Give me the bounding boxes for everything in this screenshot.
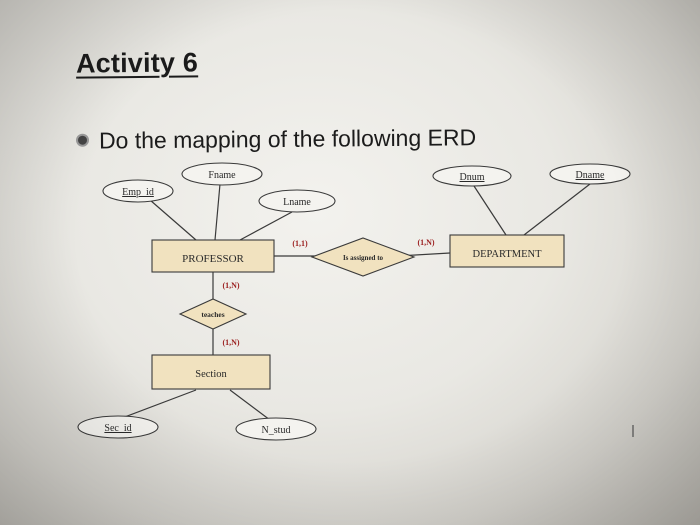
attribute-dname-label: Dname: [576, 170, 605, 181]
attribute-lname: Lname: [258, 189, 336, 213]
relationship-assigned-diamond: [310, 237, 416, 277]
attribute-dnum-label: Dnum: [460, 172, 485, 183]
attribute-emp-id-label: Emp_id: [122, 187, 154, 198]
attribute-sec-id-oval: [77, 415, 159, 439]
attribute-fname: Fname: [181, 162, 263, 186]
entity-section-label: Section: [195, 369, 227, 380]
attribute-sec-id-label: Sec_id: [104, 423, 131, 434]
line-dnum-department: [473, 185, 507, 236]
attribute-sec-id: Sec_id: [77, 415, 159, 439]
relationship-teaches: teaches: [178, 298, 248, 330]
erd-connectors: [121, 183, 591, 421]
line-dname-department: [523, 183, 591, 236]
attribute-n-stud-oval: [235, 417, 317, 441]
line-fname-professor: [214, 183, 221, 241]
entity-professor-label: PROFESSOR: [182, 253, 244, 265]
cardinality-professor-teaches: (1,N): [222, 281, 239, 290]
entity-professor-box: [151, 239, 275, 273]
attribute-fname-label: Fname: [208, 170, 236, 181]
relationship-assigned-label: Is assigned to: [343, 254, 384, 262]
attribute-emp-id-oval: [102, 179, 174, 203]
erd-cardinalities: (1,1) (1,N) (1,N) (1,N): [222, 238, 434, 347]
cardinality-section-teaches: (1,N): [222, 338, 239, 347]
entity-section: Section: [151, 354, 271, 390]
attribute-dnum-oval: [432, 165, 512, 187]
relationship-assigned: Is assigned to: [310, 237, 416, 277]
entity-section-box: [151, 354, 271, 390]
relationship-teaches-label: teaches: [201, 310, 224, 319]
attribute-lname-label: Lname: [283, 197, 311, 208]
cardinality-department-assigned: (1,N): [417, 238, 434, 247]
entity-professor: PROFESSOR: [151, 239, 275, 273]
attribute-dnum: Dnum: [432, 165, 512, 187]
attribute-n-stud: N_stud: [235, 417, 317, 441]
line-section-nstud: [229, 389, 271, 421]
relationship-teaches-diamond: [178, 298, 248, 330]
cardinality-professor-assigned: (1,1): [292, 239, 308, 248]
line-lname-professor: [239, 211, 293, 241]
line-empid-professor: [149, 199, 197, 241]
entity-department-label: DEPARTMENT: [473, 249, 543, 260]
attribute-fname-oval: [181, 162, 263, 186]
attribute-lname-oval: [258, 189, 336, 213]
attribute-emp-id: Emp_id: [102, 179, 174, 203]
entity-department-box: [449, 234, 565, 268]
attribute-dname: Dname: [549, 163, 631, 185]
attribute-dname-oval: [549, 163, 631, 185]
line-section-secid: [121, 389, 197, 419]
entity-department: DEPARTMENT: [449, 234, 565, 268]
attribute-n-stud-label: N_stud: [262, 425, 291, 436]
